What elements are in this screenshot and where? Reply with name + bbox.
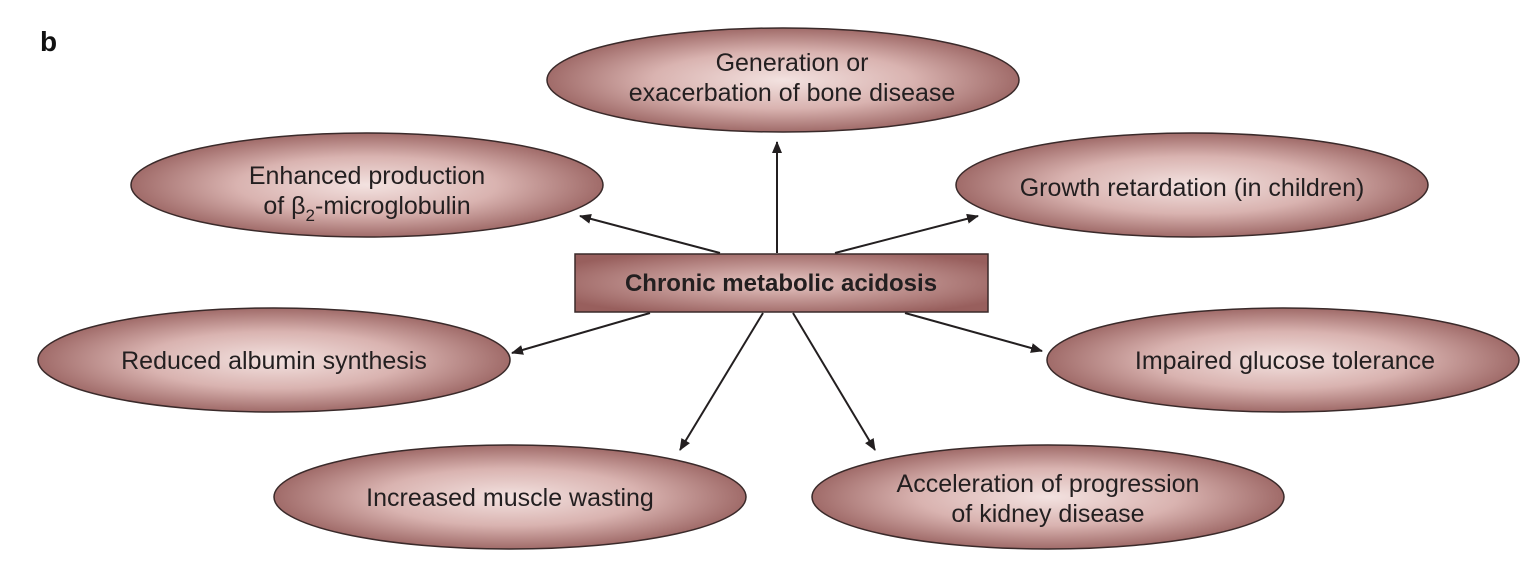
node-growth-retardation: Growth retardation (in children) <box>955 132 1429 238</box>
node-kidney-line-1: Acceleration of progression <box>897 470 1200 498</box>
panel-label: b <box>40 26 58 57</box>
node-b2m-line-1: Enhanced production <box>249 162 485 190</box>
node-b2-microglobulin: Enhanced production of β2-microglobulin <box>130 132 604 238</box>
svg-text:Chronic metabolic acidosis: Chronic metabolic acidosis <box>625 270 937 297</box>
node-kidney-disease: Acceleration of progression of kidney di… <box>811 444 1285 550</box>
node-muscle-wasting: Increased muscle wasting <box>273 444 747 550</box>
center-label: Chronic metabolic acidosis <box>625 270 937 297</box>
svg-text:Impaired glucose tolerance: Impaired glucose tolerance <box>1135 347 1435 375</box>
node-b2m-subscript: 2 <box>306 206 315 225</box>
svg-text:Reduced albumin synthesis: Reduced albumin synthesis <box>121 347 427 375</box>
node-kidney-line-2: of kidney disease <box>951 500 1144 528</box>
node-b2m-line-2: of β <box>263 192 305 220</box>
svg-text:exacerbation of bone disease: exacerbation of bone disease <box>629 79 956 107</box>
svg-text:Growth retardation (in childre: Growth retardation (in children) <box>1020 174 1365 202</box>
svg-text:Increased muscle wasting: Increased muscle wasting <box>366 484 654 512</box>
node-albumin-line-1: Reduced albumin synthesis <box>121 347 427 375</box>
node-albumin: Reduced albumin synthesis <box>37 307 511 413</box>
arrow-to-muscle <box>679 312 764 451</box>
node-glucose: Impaired glucose tolerance <box>1046 307 1520 413</box>
svg-text:Enhanced production: Enhanced production <box>249 162 485 190</box>
arrow-to-glucose <box>904 312 1043 353</box>
svg-text:of β2-microglobulin: of β2-microglobulin <box>263 192 470 225</box>
node-glucose-line-1: Impaired glucose tolerance <box>1135 347 1435 375</box>
node-bone-line-1: Generation or <box>716 49 869 77</box>
node-growth-line-1: Growth retardation (in children) <box>1020 174 1365 202</box>
arrow-to-albumin <box>511 312 651 355</box>
arrow-to-growth <box>834 213 979 254</box>
node-bone-disease: Generation or exacerbation of bone disea… <box>546 27 1020 133</box>
arrow-to-kidney <box>792 312 876 451</box>
svg-text:Acceleration of progression: Acceleration of progression <box>897 470 1200 498</box>
center-box: Chronic metabolic acidosis <box>574 253 989 313</box>
node-bone-line-2: exacerbation of bone disease <box>629 79 956 107</box>
node-b2m-suffix: -microglobulin <box>315 192 471 220</box>
svg-text:of kidney disease: of kidney disease <box>951 500 1144 528</box>
arrow-to-b2m <box>579 213 721 254</box>
arrows <box>511 141 1043 451</box>
node-muscle-line-1: Increased muscle wasting <box>366 484 654 512</box>
svg-text:Generation or: Generation or <box>716 49 869 77</box>
